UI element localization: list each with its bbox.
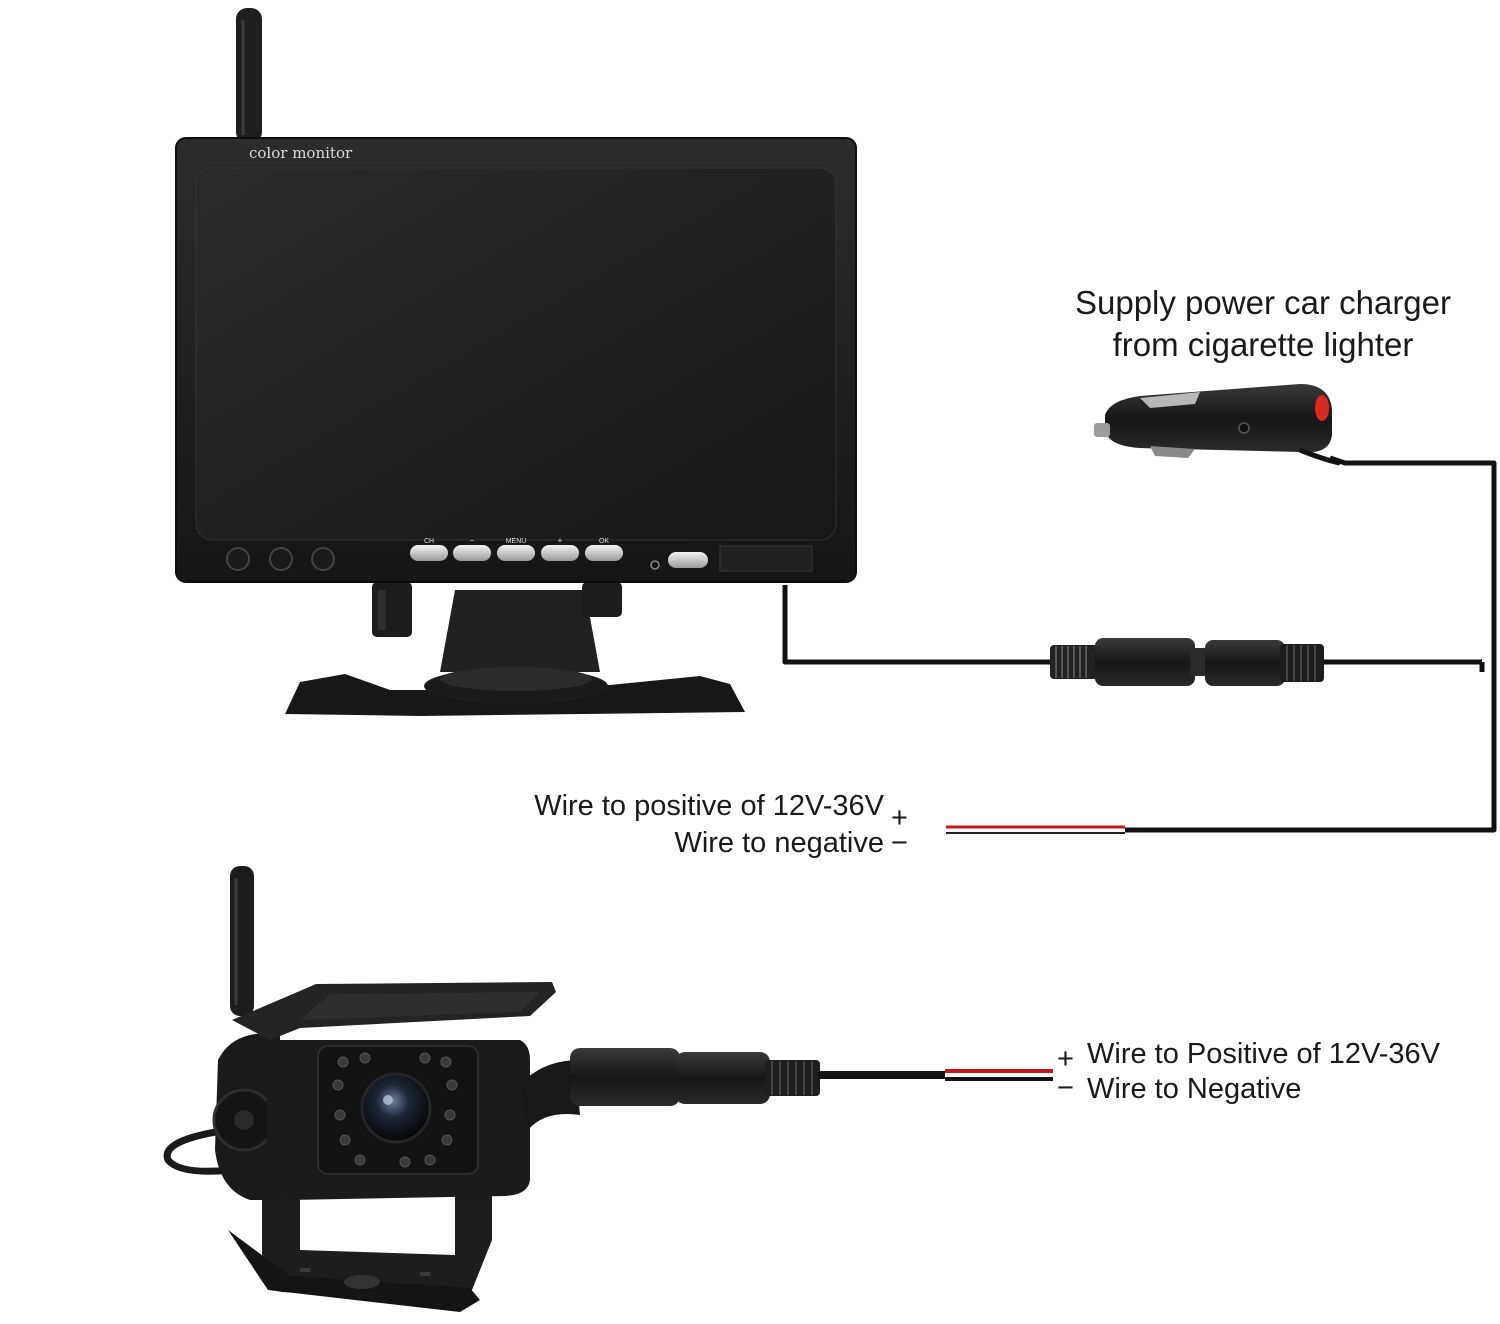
charger-caption-line2: from cigarette lighter — [1112, 326, 1414, 363]
menu-button[interactable] — [497, 545, 535, 561]
monitor-round-button[interactable] — [311, 547, 335, 571]
backup-camera — [163, 866, 580, 1312]
power-button[interactable] — [668, 552, 708, 568]
monitor-inline-connector — [1050, 638, 1324, 686]
charger-caption: Supply power car charger from cigarette … — [1050, 282, 1476, 366]
menu-button-label: MENU — [506, 538, 527, 545]
camera-negative-sign: − — [1057, 1072, 1074, 1104]
ir-receiver-window — [719, 545, 813, 572]
monitor-negative-sign: − — [891, 827, 908, 859]
plus-button-label: + — [558, 536, 563, 545]
monitor-round-button[interactable] — [226, 547, 250, 571]
camera-antenna — [230, 866, 254, 1016]
charger-red-indicator — [1315, 395, 1329, 421]
charger-caption-line1: Supply power car charger — [1074, 284, 1452, 321]
monitor-brand-label: color monitor — [249, 144, 353, 162]
camera-negative-wire-label: Wire to Negative — [1087, 1073, 1302, 1105]
power-led — [650, 560, 660, 570]
camera-ir-leds — [332, 1052, 458, 1168]
monitor-antenna — [236, 8, 262, 143]
monitor: CH − MENU + OK color monitor — [175, 8, 857, 716]
minus-button-label: − — [470, 536, 475, 545]
ch-button-label: CH — [424, 538, 434, 545]
monitor-stand — [285, 582, 745, 716]
monitor-positive-sign: + — [891, 802, 908, 834]
monitor-control-buttons: CH − MENU + OK — [410, 536, 623, 561]
camera-lens — [360, 1072, 432, 1144]
ok-button[interactable] — [585, 545, 623, 561]
camera-positive-wire-label: Wire to Positive of 12V-36V — [1087, 1038, 1440, 1070]
monitor-positive-wire-label: Wire to positive of 12V-36V — [534, 790, 884, 822]
monitor-round-button[interactable] — [269, 547, 293, 571]
ok-button-label: OK — [599, 538, 609, 545]
minus-button[interactable] — [453, 545, 491, 561]
plus-button[interactable] — [541, 545, 579, 561]
car-charger-plug — [1094, 384, 1341, 466]
camera-positive-sign: + — [1057, 1043, 1074, 1075]
monitor-negative-wire-label: Wire to negative — [674, 827, 884, 859]
ch-button[interactable] — [410, 545, 448, 561]
monitor-screen — [195, 167, 837, 541]
camera-power-wiring — [570, 1048, 1053, 1106]
